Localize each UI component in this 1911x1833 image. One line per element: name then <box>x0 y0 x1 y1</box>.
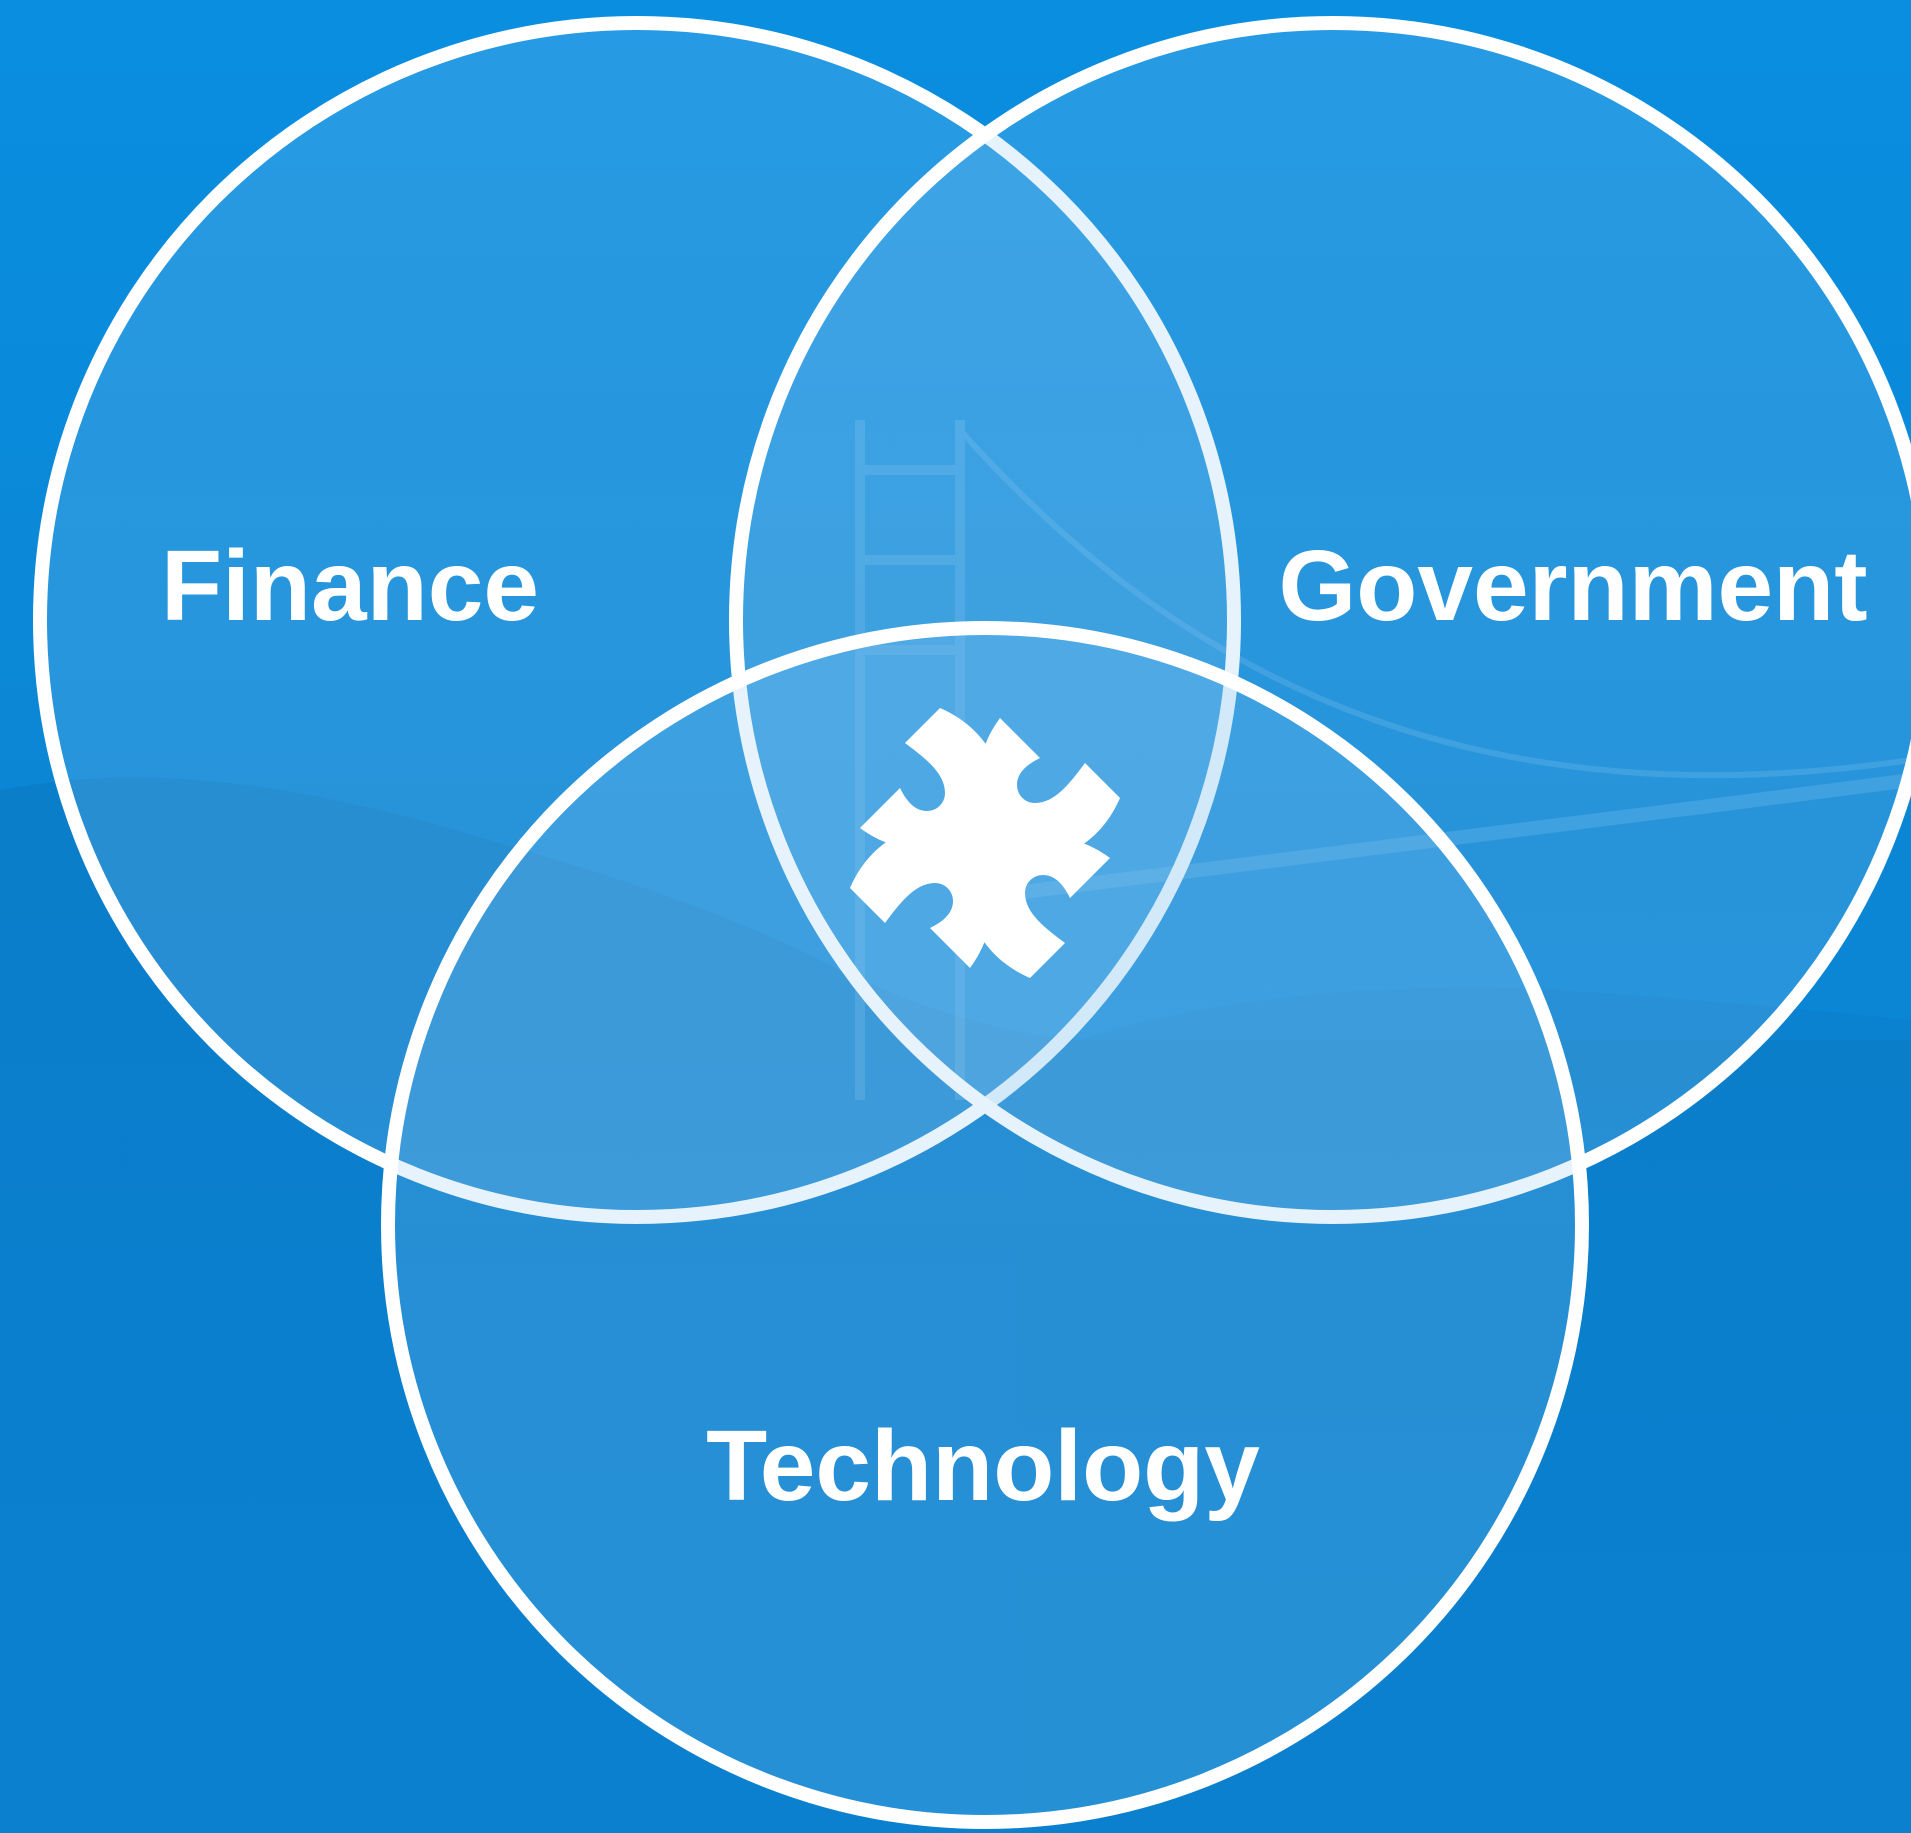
government-label: Government <box>1278 530 1867 642</box>
finance-label: Finance <box>161 530 539 642</box>
logo-petal <box>850 829 993 968</box>
four-arc-logo-icon <box>850 708 1120 978</box>
logo-petal <box>860 708 999 851</box>
logo-petal <box>977 718 1120 857</box>
background-scenery <box>0 777 1911 1833</box>
logo-petal <box>971 835 1110 978</box>
technology-circle <box>381 621 1589 1829</box>
venn-labels: Finance Government Technology <box>161 530 1867 1522</box>
technology-label: Technology <box>706 1410 1260 1522</box>
finance-circle <box>33 16 1241 1224</box>
